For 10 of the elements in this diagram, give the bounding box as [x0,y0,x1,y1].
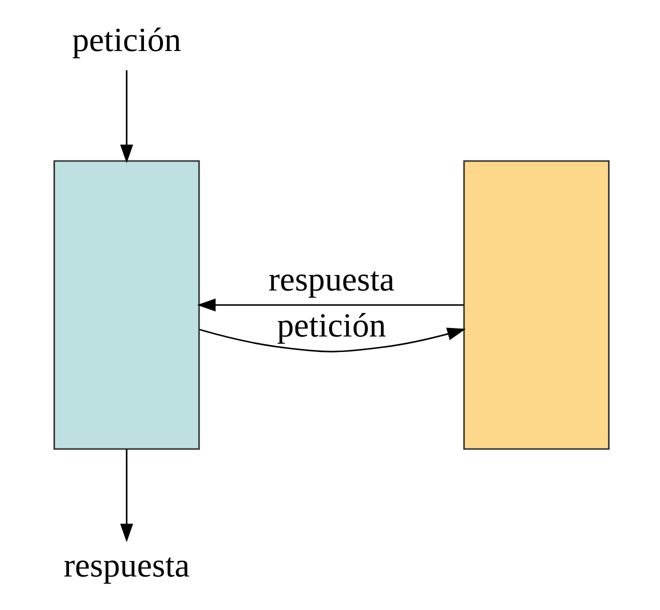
node-box [463,160,610,450]
arrow [197,298,464,312]
edge-label: petición [276,308,386,345]
node-box [53,160,200,450]
node-text: respuesta [64,547,190,584]
arrow [199,328,466,352]
edge-label: respuesta [268,262,395,299]
node-text: petición [72,22,182,59]
arrow [120,449,134,542]
arrow [120,70,134,164]
